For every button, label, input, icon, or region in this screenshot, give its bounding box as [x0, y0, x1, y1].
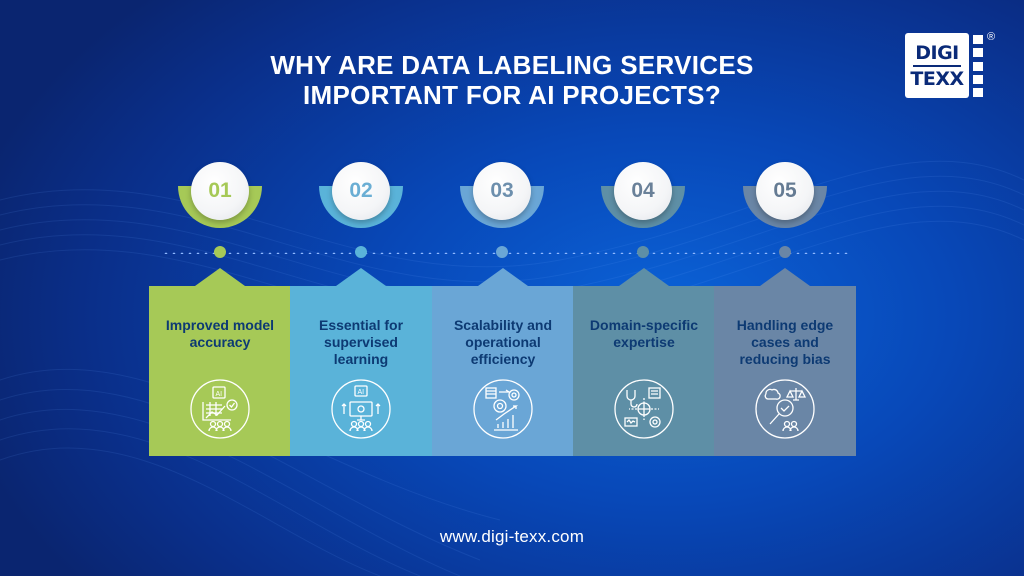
card-pointer	[619, 268, 669, 286]
film-strip-icon	[973, 35, 983, 97]
timeline-node	[214, 246, 226, 258]
step-badge-04: 04	[598, 158, 688, 258]
logo-box: DIGI TEXX	[905, 33, 969, 98]
step-badge-05: 05	[740, 158, 830, 258]
ai-supervised-learning-icon: AI	[331, 379, 391, 439]
logo-divider	[913, 64, 961, 67]
digi-texx-logo: DIGI TEXX ®	[905, 31, 1000, 98]
card-edge-cases-bias: Handling edge cases and reducing bias	[714, 268, 856, 456]
card-label: Essential for supervised learning	[318, 317, 404, 367]
card-pointer	[195, 268, 245, 286]
step-number: 02	[332, 162, 390, 220]
step-number: 03	[473, 162, 531, 220]
card-essential-supervised-learning: Essential for supervised learning AI	[290, 268, 432, 456]
registered-mark: ®	[987, 31, 996, 43]
card-pointer	[336, 268, 386, 286]
bias-magnifier-scale-icon	[755, 379, 815, 439]
card-label: Improved model accuracy	[165, 317, 275, 350]
step-number: 01	[191, 162, 249, 220]
card-domain-specific-expertise: Domain-specific expertise	[573, 268, 715, 456]
timeline-node	[637, 246, 649, 258]
card-label: Handling edge cases and reducing bias	[736, 317, 834, 367]
card-label: Scalability and operational efficiency	[453, 317, 553, 367]
step-badge-03: 03	[457, 158, 547, 258]
domain-expertise-brain-icon	[614, 379, 674, 439]
logo-word-digi: DIGI	[915, 41, 959, 64]
svg-text:AI: AI	[216, 391, 223, 398]
timeline-node	[355, 246, 367, 258]
card-label: Domain-specific expertise	[589, 317, 699, 350]
step-number: 05	[756, 162, 814, 220]
ai-chart-accuracy-icon: AI	[190, 379, 250, 439]
card-scalability-efficiency: Scalability and operational efficiency	[432, 268, 574, 456]
scalability-gears-growth-icon	[473, 379, 533, 439]
card-pointer	[760, 268, 810, 286]
logo-word-texx: TEXX	[910, 67, 964, 90]
title-line-2: IMPORTANT FOR AI PROJECTS?	[302, 80, 722, 110]
step-number: 04	[614, 162, 672, 220]
card-improved-model-accuracy: Improved model accuracy AI	[149, 268, 291, 456]
step-badge-01: 01	[175, 158, 265, 258]
card-pointer	[478, 268, 528, 286]
website-url: www.digi-texx.com	[439, 527, 585, 546]
page-title: WHY ARE DATA LABELING SERVICES IMPORTANT…	[0, 50, 1024, 110]
timeline-node	[779, 246, 791, 258]
title-line-1: WHY ARE DATA LABELING SERVICES	[270, 50, 754, 80]
timeline-node	[496, 246, 508, 258]
svg-text:AI: AI	[358, 389, 365, 396]
step-badge-02: 02	[316, 158, 406, 258]
